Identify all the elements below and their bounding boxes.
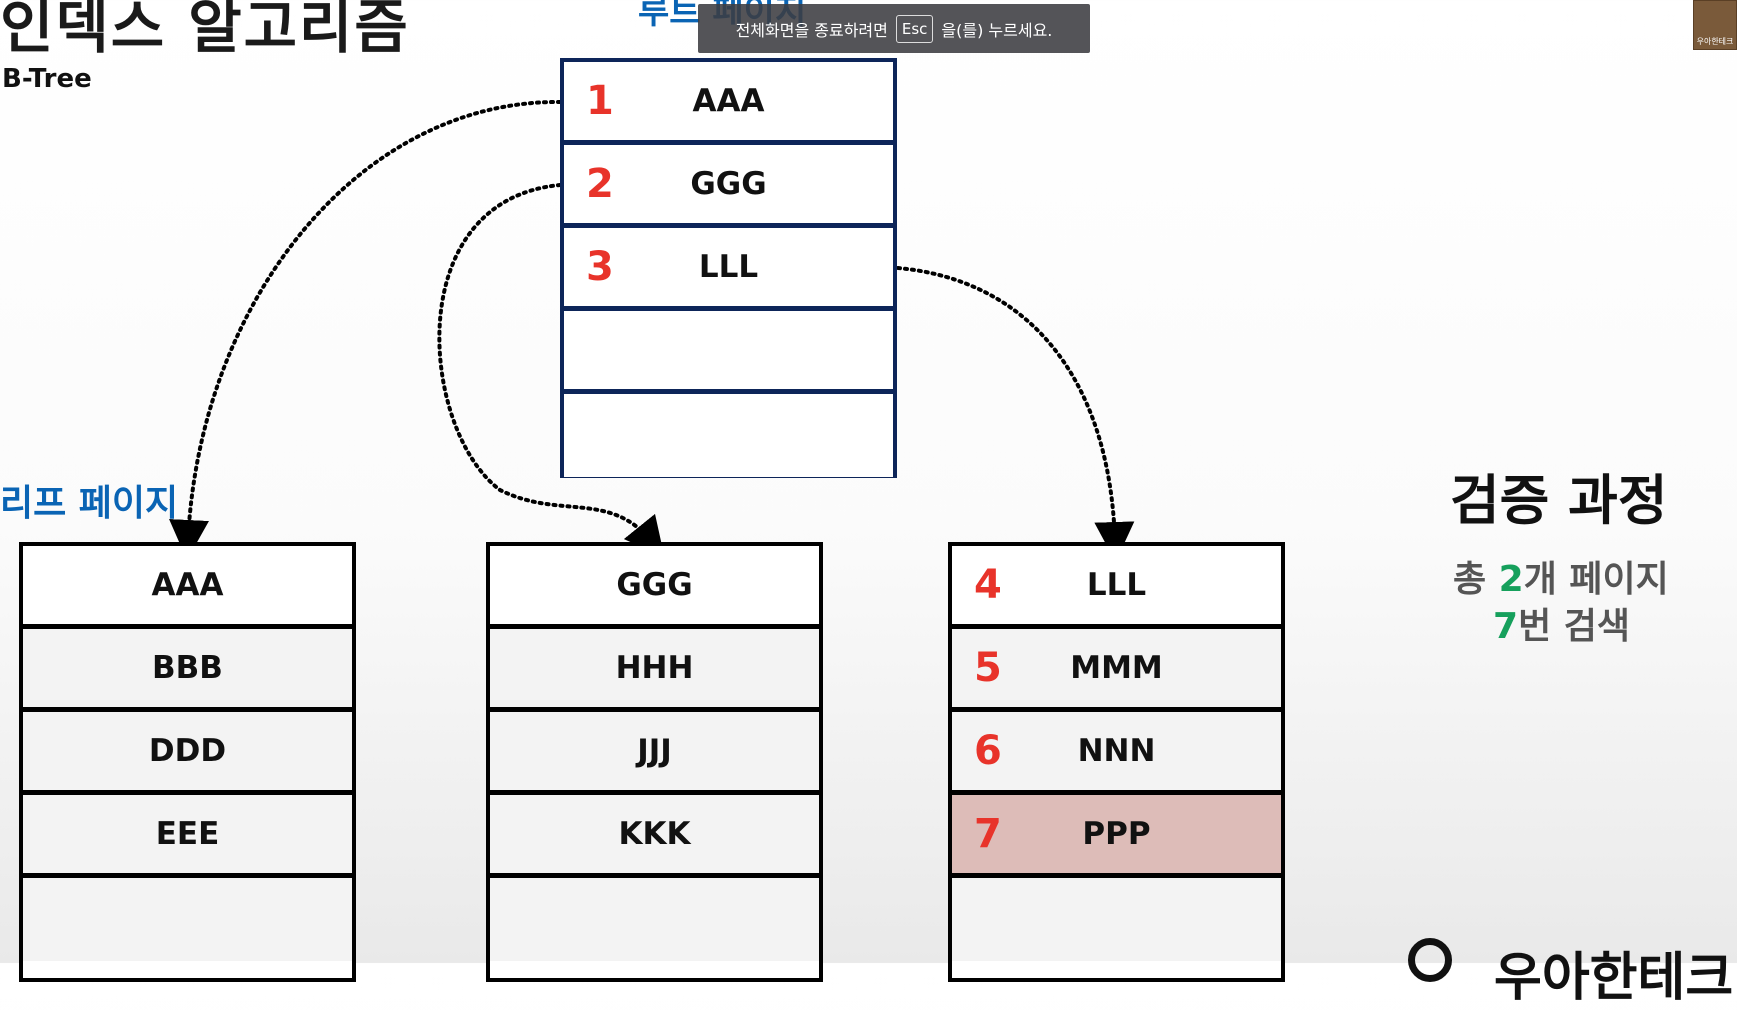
leaf-page-1: AAA BBB DDD EEE <box>19 542 356 982</box>
leaf-row: HHH <box>490 629 819 712</box>
row-value: AAA <box>692 83 765 119</box>
leaf-row: JJJ <box>490 712 819 795</box>
row-number: 4 <box>974 562 1002 608</box>
row-number: 3 <box>586 244 614 290</box>
row-value: GGG <box>616 567 693 603</box>
presenter-thumbnail: 우아한테크 <box>1693 0 1737 50</box>
row-number: 2 <box>586 161 614 207</box>
row-value: PPP <box>1082 816 1151 852</box>
root-row: 3 LLL <box>564 228 893 311</box>
arrow-root-to-leaf-3 <box>896 266 1135 562</box>
row-value: GGG <box>690 166 767 202</box>
thumbnail-caption: 우아한테크 <box>1696 37 1734 46</box>
brand-text: 우아한테크 <box>1494 948 1734 1008</box>
leaf-row: 5 MMM <box>952 629 1281 712</box>
arrow-root-to-leaf-1 <box>169 99 562 560</box>
leaf-row <box>952 878 1281 961</box>
row-value: AAA <box>151 567 224 603</box>
slide-subtitle: B-Tree <box>2 64 92 94</box>
esc-key-badge: Esc <box>895 14 934 43</box>
slide-title: 인덱스 알고리즘 <box>0 0 410 61</box>
row-value: EEE <box>155 816 220 852</box>
leaf-row-highlighted: 7 PPP <box>952 795 1281 878</box>
leaf-row: DDD <box>23 712 352 795</box>
row-value: JJJ <box>637 733 672 769</box>
brand-name: 우아한테크 <box>1494 935 1733 1010</box>
row-value: BBB <box>152 650 223 686</box>
verification-line-pages: 총 2개 페이지 <box>1453 550 1669 602</box>
leaf-row: 6 NNN <box>952 712 1281 795</box>
leaf-row <box>490 878 819 961</box>
leaf-row: 4 LLL <box>952 546 1281 629</box>
leaf-row: BBB <box>23 629 352 712</box>
row-value: MMM <box>1070 650 1163 686</box>
leaf-row: GGG <box>490 546 819 629</box>
leaf-row: EEE <box>23 795 352 878</box>
leaf-page-3: 4 LLL 5 MMM 6 NNN 7 PPP <box>948 542 1285 982</box>
fullscreen-exit-toast: 전체화면을 종료하려면 Esc 을(를) 누르세요. <box>698 4 1090 53</box>
root-row <box>564 311 893 394</box>
root-row: 2 GGG <box>564 145 893 228</box>
verification-title: 검증 과정 <box>1450 469 1668 532</box>
row-value: LLL <box>698 249 759 285</box>
row-value: HHH <box>615 650 694 686</box>
root-page: 1 AAA 2 GGG 3 LLL <box>560 58 897 478</box>
row-value: NNN <box>1077 733 1156 769</box>
brand-logo-icon <box>1408 938 1452 982</box>
arrow-root-to-leaf-2 <box>437 183 665 558</box>
leaf-page-label: 리프 페이지 <box>0 483 179 524</box>
pointer-arrows <box>169 99 1135 562</box>
leaf-row: KKK <box>490 795 819 878</box>
leaf-row: AAA <box>23 546 352 629</box>
row-number: 5 <box>974 645 1002 691</box>
row-value: DDD <box>148 733 227 769</box>
leaf-page-2: GGG HHH JJJ KKK <box>486 542 823 982</box>
row-value: KKK <box>618 816 691 852</box>
toast-text-after: 을(를) 누르세요. <box>941 20 1053 40</box>
line2-suffix: 번 검색 <box>1518 606 1630 647</box>
row-number: 1 <box>586 78 614 124</box>
line1-suffix: 개 페이지 <box>1523 559 1669 600</box>
verification-line-searches: 7번 검색 <box>1493 597 1630 649</box>
row-value: LLL <box>1086 567 1147 603</box>
page-count: 2 <box>1498 559 1524 600</box>
root-row <box>564 394 893 477</box>
root-row: 1 AAA <box>564 62 893 145</box>
leaf-row <box>23 878 352 961</box>
search-count: 7 <box>1493 606 1519 647</box>
toast-text-before: 전체화면을 종료하려면 <box>735 20 888 40</box>
line1-prefix: 총 <box>1453 559 1499 600</box>
row-number: 7 <box>974 811 1002 857</box>
row-number: 6 <box>974 728 1002 774</box>
